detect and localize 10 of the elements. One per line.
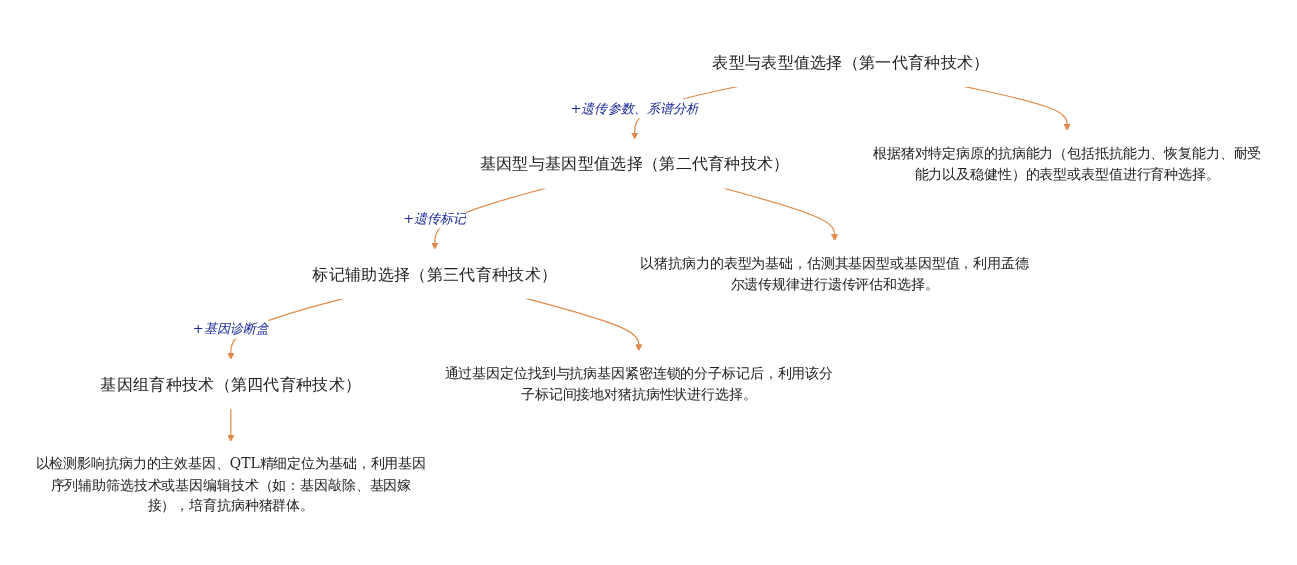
node-text: 根据猪对特定病原的抗病能力（包括抵抗能力、恢复能力、耐受能力以及稳健性）的表型或表型值进行育种选择。	[872, 143, 1261, 182]
arrow	[226, 407, 234, 442]
node-text: 以猪抗病力的表型为基础，估测其基因型或基因型值，利用孟德尔遗传规律进行遗传评估和选择。	[639, 254, 1029, 292]
node-text: 表型与表型值选择（第一代育种技术）	[711, 51, 990, 72]
node-text: 标记辅助选择（第三代育种技术）	[311, 263, 557, 284]
node-text: 以检测影响抗病力的主效基因、QTL精细定位为基础，利用基因序列辅助筛选技术或基因编辑技术（如：基因敲除、基因嫁接），培育抗病种猪群体。	[35, 454, 426, 513]
node-text: 通过基因定位找到与抗病基因紧密连锁的分子标记后，利用该分子标记间接地对猪抗病性状进行选择。	[444, 364, 833, 402]
node-text: 基因组育种技术（第四代育种技术）	[99, 373, 361, 394]
edge-label: +基因诊断盒	[192, 320, 269, 336]
node-text: 基因型与基因型值选择（第二代育种技术）	[479, 153, 790, 173]
